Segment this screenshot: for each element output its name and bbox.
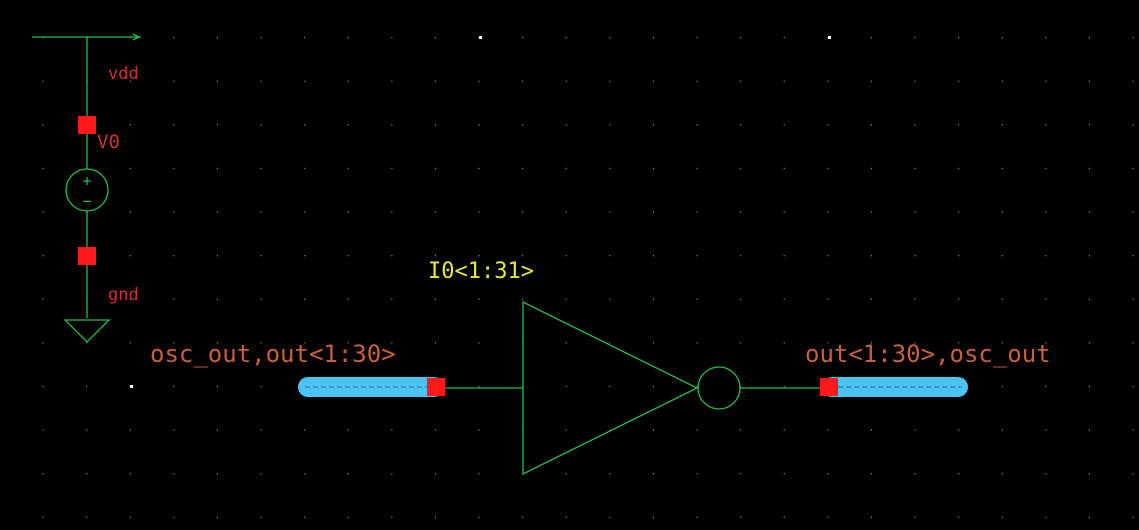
vdd-label: vdd bbox=[108, 64, 139, 84]
input-wire-label: osc_out,out<1:30> bbox=[150, 340, 396, 368]
minus-sign: − bbox=[82, 192, 91, 210]
gnd-label: gnd bbox=[108, 285, 139, 305]
input-wire-selected[interactable] bbox=[298, 377, 445, 397]
plus-sign: + bbox=[82, 172, 91, 190]
pin-gnd[interactable] bbox=[78, 247, 96, 265]
ground-icon bbox=[63, 319, 111, 343]
grid-marker bbox=[828, 36, 831, 39]
output-wire-selected[interactable] bbox=[820, 377, 968, 397]
grid-marker bbox=[130, 385, 133, 388]
voltage-source-icon[interactable]: + − bbox=[65, 168, 109, 212]
pin-vdd[interactable] bbox=[78, 116, 96, 134]
source-name-label: V0 bbox=[97, 131, 120, 153]
pin-output[interactable] bbox=[820, 378, 838, 396]
pin-input[interactable] bbox=[427, 378, 445, 396]
inverter-symbol[interactable] bbox=[444, 300, 822, 476]
output-wire-label: out<1:30>,osc_out bbox=[805, 340, 1051, 368]
grid-marker bbox=[479, 36, 482, 39]
instance-name-label: I0<1:31> bbox=[428, 259, 534, 284]
